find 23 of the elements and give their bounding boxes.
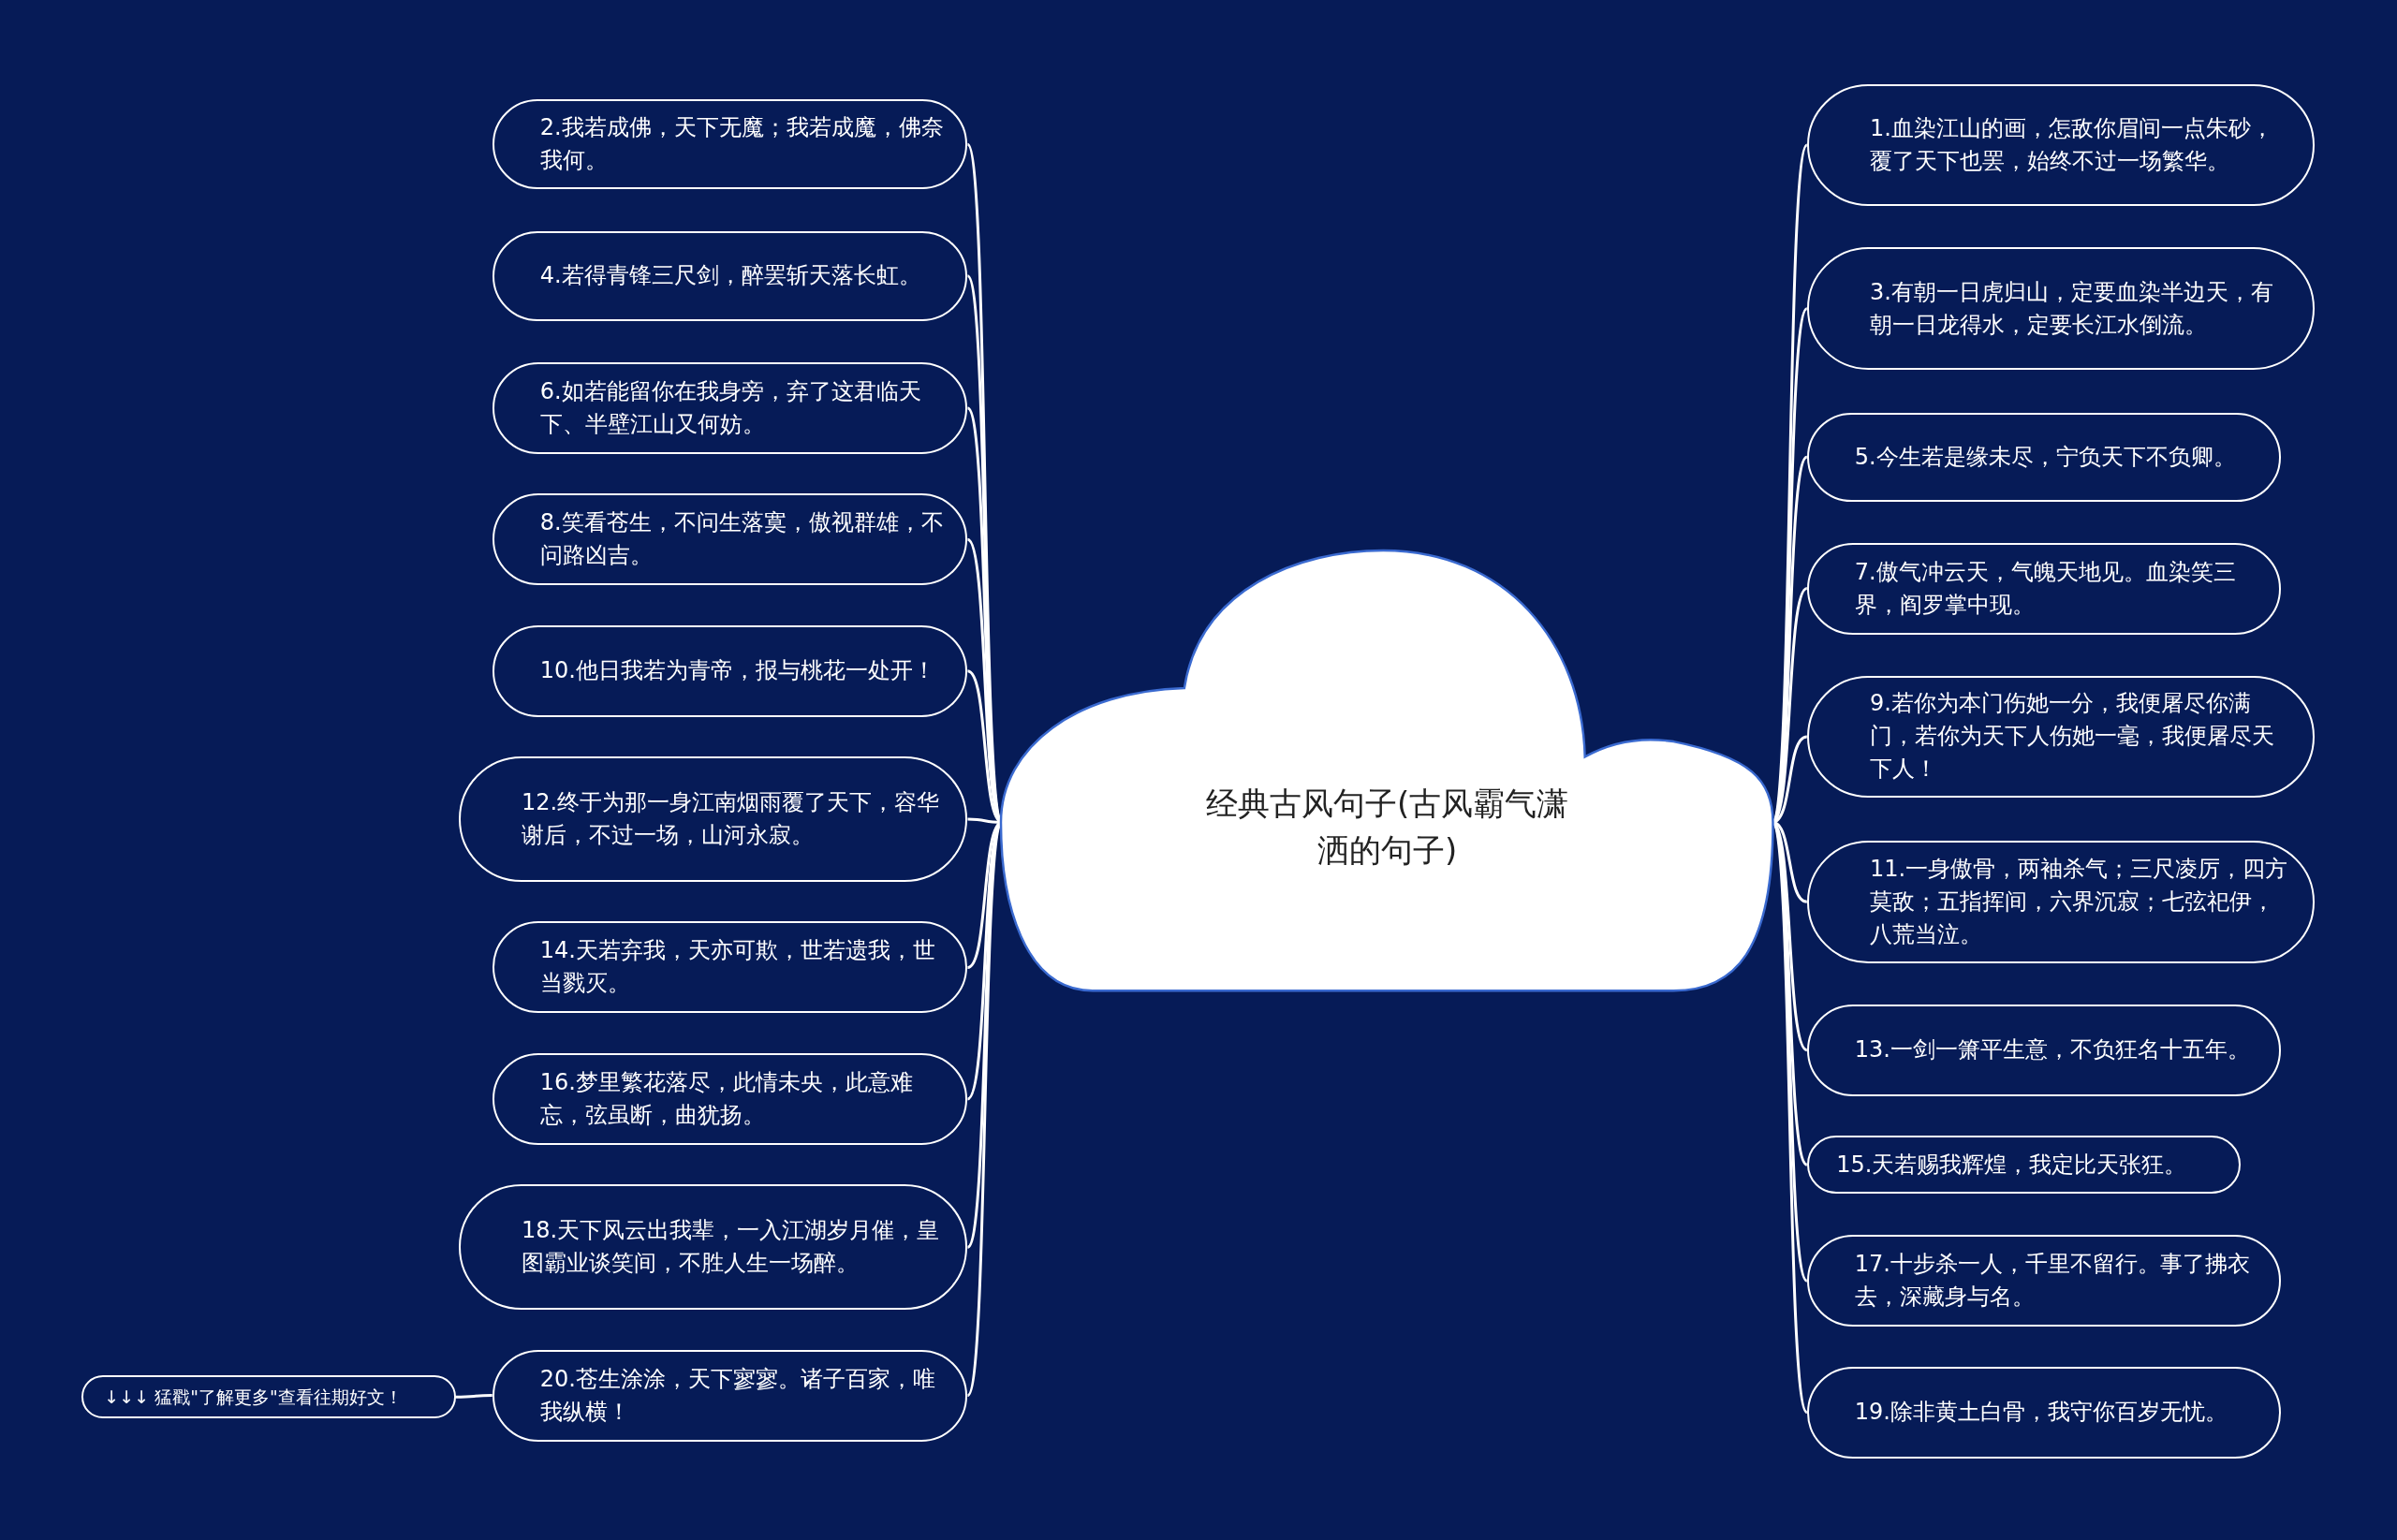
quote-pill: 14.天若弃我，天亦可欺，世若遗我，世当戮灭。 bbox=[492, 921, 968, 1014]
quote-pill: 7.傲气冲云天，气魄天地见。血染笑三界，阎罗掌中现。 bbox=[1806, 542, 2281, 635]
quote-pill: 12.终于为那一身江南烟雨覆了天下，容华谢后，不过一场，山河永寂。 bbox=[458, 756, 968, 883]
quote-pill: 2.我若成佛，天下无魔；我若成魔，佛奈我何。 bbox=[492, 99, 968, 190]
quote-pill: 16.梦里繁花落尽，此情未央，此意难忘，弦虽断，曲犹扬。 bbox=[492, 1052, 968, 1145]
quote-pill: 17.十步杀一人，千里不留行。事了拂衣去，深藏身与名。 bbox=[1806, 1235, 2281, 1327]
quote-pill: 15.天若赐我辉煌，我定比天张狂。 bbox=[1806, 1136, 2242, 1195]
quote-pill: 18.天下风云出我辈，一入江湖岁月催，皇图霸业谈笑间，不胜人生一场醉。 bbox=[458, 1184, 968, 1311]
quote-pill: 4.若得青锋三尺剑，醉罢斩天落长虹。 bbox=[492, 230, 968, 321]
quote-pill: 19.除非黄土白骨，我守你百岁无忧。 bbox=[1806, 1366, 2281, 1459]
quote-pill: 6.如若能留你在我身旁，弃了这君临天下、半壁江山又何妨。 bbox=[492, 361, 968, 454]
quote-pill: 20.苍生涂涂，天下寥寥。诸子百家，唯我纵横！ bbox=[492, 1349, 968, 1442]
quote-pill: 9.若你为本门伤她一分，我便屠尽你满门，若你为天下人伤她一毫，我便屠尽天下人！ bbox=[1806, 675, 2315, 799]
quote-pill: 13.一剑一箫平生意，不负狂名十五年。 bbox=[1806, 1004, 2281, 1096]
note-pill: ↓↓↓ 猛戳"了解更多"查看往期好文！ bbox=[81, 1375, 456, 1419]
quote-pill: 5.今生若是缘未尽，宁负天下不负卿。 bbox=[1806, 412, 2281, 502]
quote-pill: 3.有朝一日虎归山，定要血染半边天，有朝一日龙得水，定要长江水倒流。 bbox=[1806, 247, 2315, 371]
connector-line bbox=[455, 1394, 493, 1399]
quote-pill: 8.笑看苍生，不问生落寞，傲视群雄，不问路凶吉。 bbox=[492, 493, 968, 586]
quote-pill: 10.他日我若为青帝，报与桃花一处开！ bbox=[492, 624, 968, 717]
title-text: 经典古风句子(古风霸气潇洒的句子) bbox=[1204, 783, 1570, 871]
quote-pill: 1.血染江山的画，怎敌你眉间一点朱砂，覆了天下也罢，始终不过一场繁华。 bbox=[1806, 83, 2315, 207]
quote-pill: 11.一身傲骨，两袖杀气；三尺凌厉，四方莫敌；五指挥间，六界沉寂；七弦祀伊，八荒当泣。 bbox=[1806, 840, 2315, 963]
